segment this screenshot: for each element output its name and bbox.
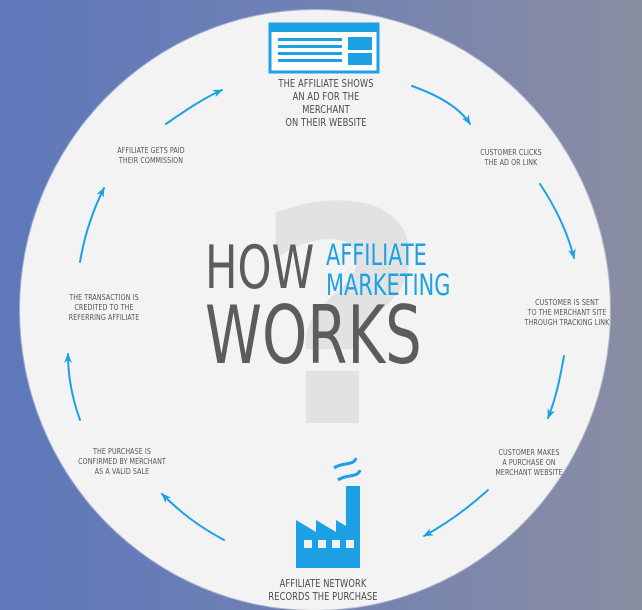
arrow-network-to-confirm (161, 493, 225, 541)
step-label-purchase: CUSTOMER MAKES A PURCHASE ON MERCHANT WE… (495, 448, 563, 477)
step-label-confirm: THE PURCHASE IS CONFIRMED BY MERCHANT AS… (78, 447, 166, 476)
factory-icon (296, 457, 362, 568)
website-icon (268, 22, 380, 74)
question-mark-watermark: ? (255, 145, 430, 494)
arrow-paid-to-ad (165, 89, 223, 125)
step-label-ad: THE AFFILIATE SHOWS AN AD FOR THE MERCHA… (278, 78, 374, 129)
title-how: HOW (205, 233, 315, 303)
arrow-confirm-to-credit (64, 353, 81, 421)
arrow-ad-to-click (411, 85, 471, 125)
step-label-credit: THE TRANSACTION IS CREDITED TO THE REFER… (68, 293, 140, 322)
step-label-sent: CUSTOMER IS SENT TO THE MERCHANT SITE TH… (524, 298, 610, 327)
step-label-click: CUSTOMER CLICKS THE AD OR LINK (480, 148, 542, 167)
circle-background (20, 10, 610, 610)
title-works: WORKS (205, 289, 422, 382)
step-label-paid: AFFILIATE GETS PAID THEIR COMMISSION (117, 146, 185, 165)
arrow-credit-to-paid (79, 187, 105, 263)
title-marketing: MARKETING (326, 268, 451, 302)
title-affiliate: AFFILIATE (326, 238, 427, 272)
step-label-network: AFFILIATE NETWORK RECORDS THE PURCHASE (268, 578, 378, 603)
arrow-sent-to-purchase (547, 355, 565, 419)
arrow-click-to-sent (539, 183, 576, 259)
arrow-purchase-to-network (423, 489, 489, 537)
